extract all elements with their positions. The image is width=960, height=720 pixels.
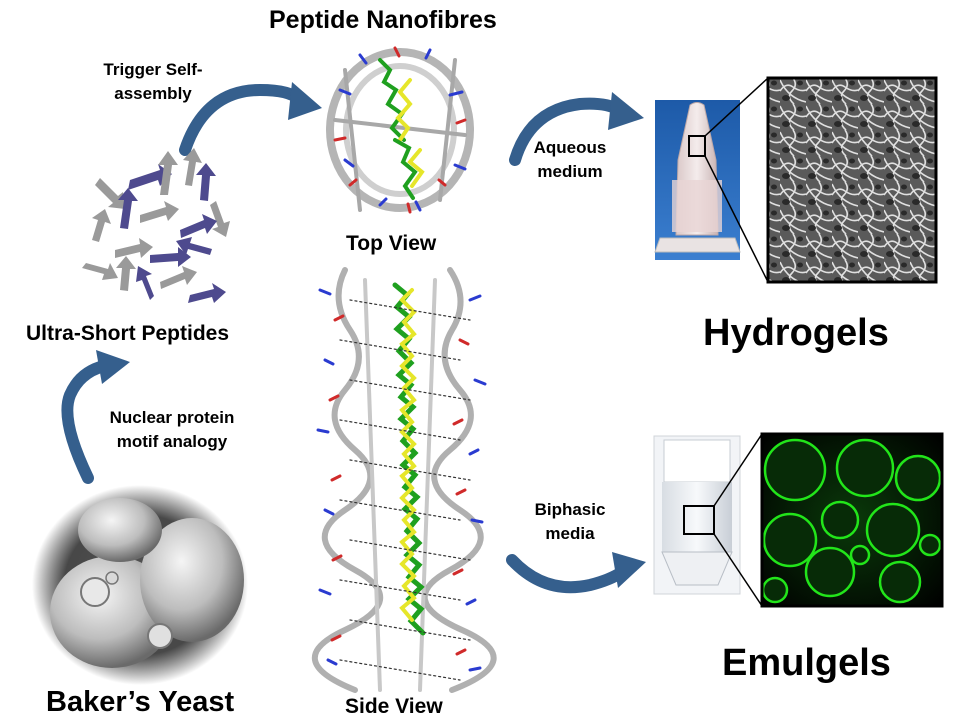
- peptide-arrow-icon: [95, 178, 125, 209]
- nuclear-protein-label: Nuclear protein motif analogy: [82, 406, 262, 454]
- nanofibre-top-view: [326, 46, 474, 214]
- peptide-arrow-icon: [82, 263, 118, 280]
- zoom-line: [713, 433, 763, 507]
- biphasic-media-label: Biphasic media: [520, 498, 620, 546]
- peptide-arrow-icon: [176, 237, 212, 255]
- peptide-arrow-icon: [136, 266, 154, 300]
- emulsion-image-icon: [760, 432, 944, 608]
- ultra-short-peptides-label: Ultra-Short Peptides: [26, 322, 230, 345]
- aqueous-medium-label: Aqueous medium: [515, 136, 625, 184]
- peptide-arrow-icon: [160, 266, 197, 289]
- peptide-arrow-icon: [116, 256, 136, 291]
- nuclear-label-line2: motif analogy: [116, 432, 228, 451]
- aqueous-label-line1: Aqueous: [533, 138, 607, 157]
- side-view-label: Side View: [345, 695, 443, 718]
- zoom-line: [713, 533, 763, 607]
- bakers-yeast-label: Baker’s Yeast: [46, 686, 235, 718]
- peptide-arrow-icon: [92, 209, 111, 242]
- peptide-arrow-icon: [158, 151, 178, 195]
- sem-image-icon: [766, 76, 938, 284]
- biphasic-label-line2: media: [545, 524, 595, 543]
- peptide-arrow-icon: [196, 163, 216, 201]
- arrow-biphasic-media: [506, 552, 646, 594]
- peptide-arrow-icon: [115, 238, 153, 258]
- peptide-arrow-icon: [188, 283, 226, 303]
- biphasic-label-line1: Biphasic: [534, 500, 606, 519]
- emulgels-label: Emulgels: [722, 642, 891, 684]
- nanofibre-side-view: [312, 267, 497, 693]
- peptide-arrow-icon: [140, 201, 179, 223]
- hydrogels-label: Hydrogels: [703, 312, 889, 354]
- arrow-aqueous-medium: [509, 92, 644, 166]
- arrow-trigger-self-assembly: [179, 82, 322, 156]
- trigger-label-line2: assembly: [114, 84, 192, 103]
- zoom-line: [704, 155, 769, 283]
- top-view-label: Top View: [346, 232, 437, 255]
- peptide-arrow-icon: [128, 164, 172, 190]
- peptide-cluster: [82, 148, 230, 303]
- zoom-line: [704, 77, 769, 137]
- yeast-image-icon: [32, 485, 248, 685]
- trigger-label-line1: Trigger Self-: [103, 60, 203, 79]
- emulgel-vial-icon: [653, 435, 741, 595]
- hydrogel-vial-icon: [654, 100, 741, 260]
- peptide-arrow-icon: [183, 148, 202, 186]
- trigger-self-assembly-label: Trigger Self- assembly: [78, 58, 228, 106]
- arrow-nuclear-motif: [61, 350, 130, 484]
- nuclear-label-line1: Nuclear protein: [109, 408, 235, 427]
- peptide-arrow-icon: [150, 247, 191, 267]
- peptide-nanofibres-title: Peptide Nanofibres: [269, 6, 497, 34]
- peptide-arrow-icon: [210, 201, 230, 237]
- peptide-arrow-icon: [180, 214, 217, 238]
- aqueous-label-line2: medium: [537, 162, 603, 181]
- peptide-arrow-icon: [118, 188, 138, 229]
